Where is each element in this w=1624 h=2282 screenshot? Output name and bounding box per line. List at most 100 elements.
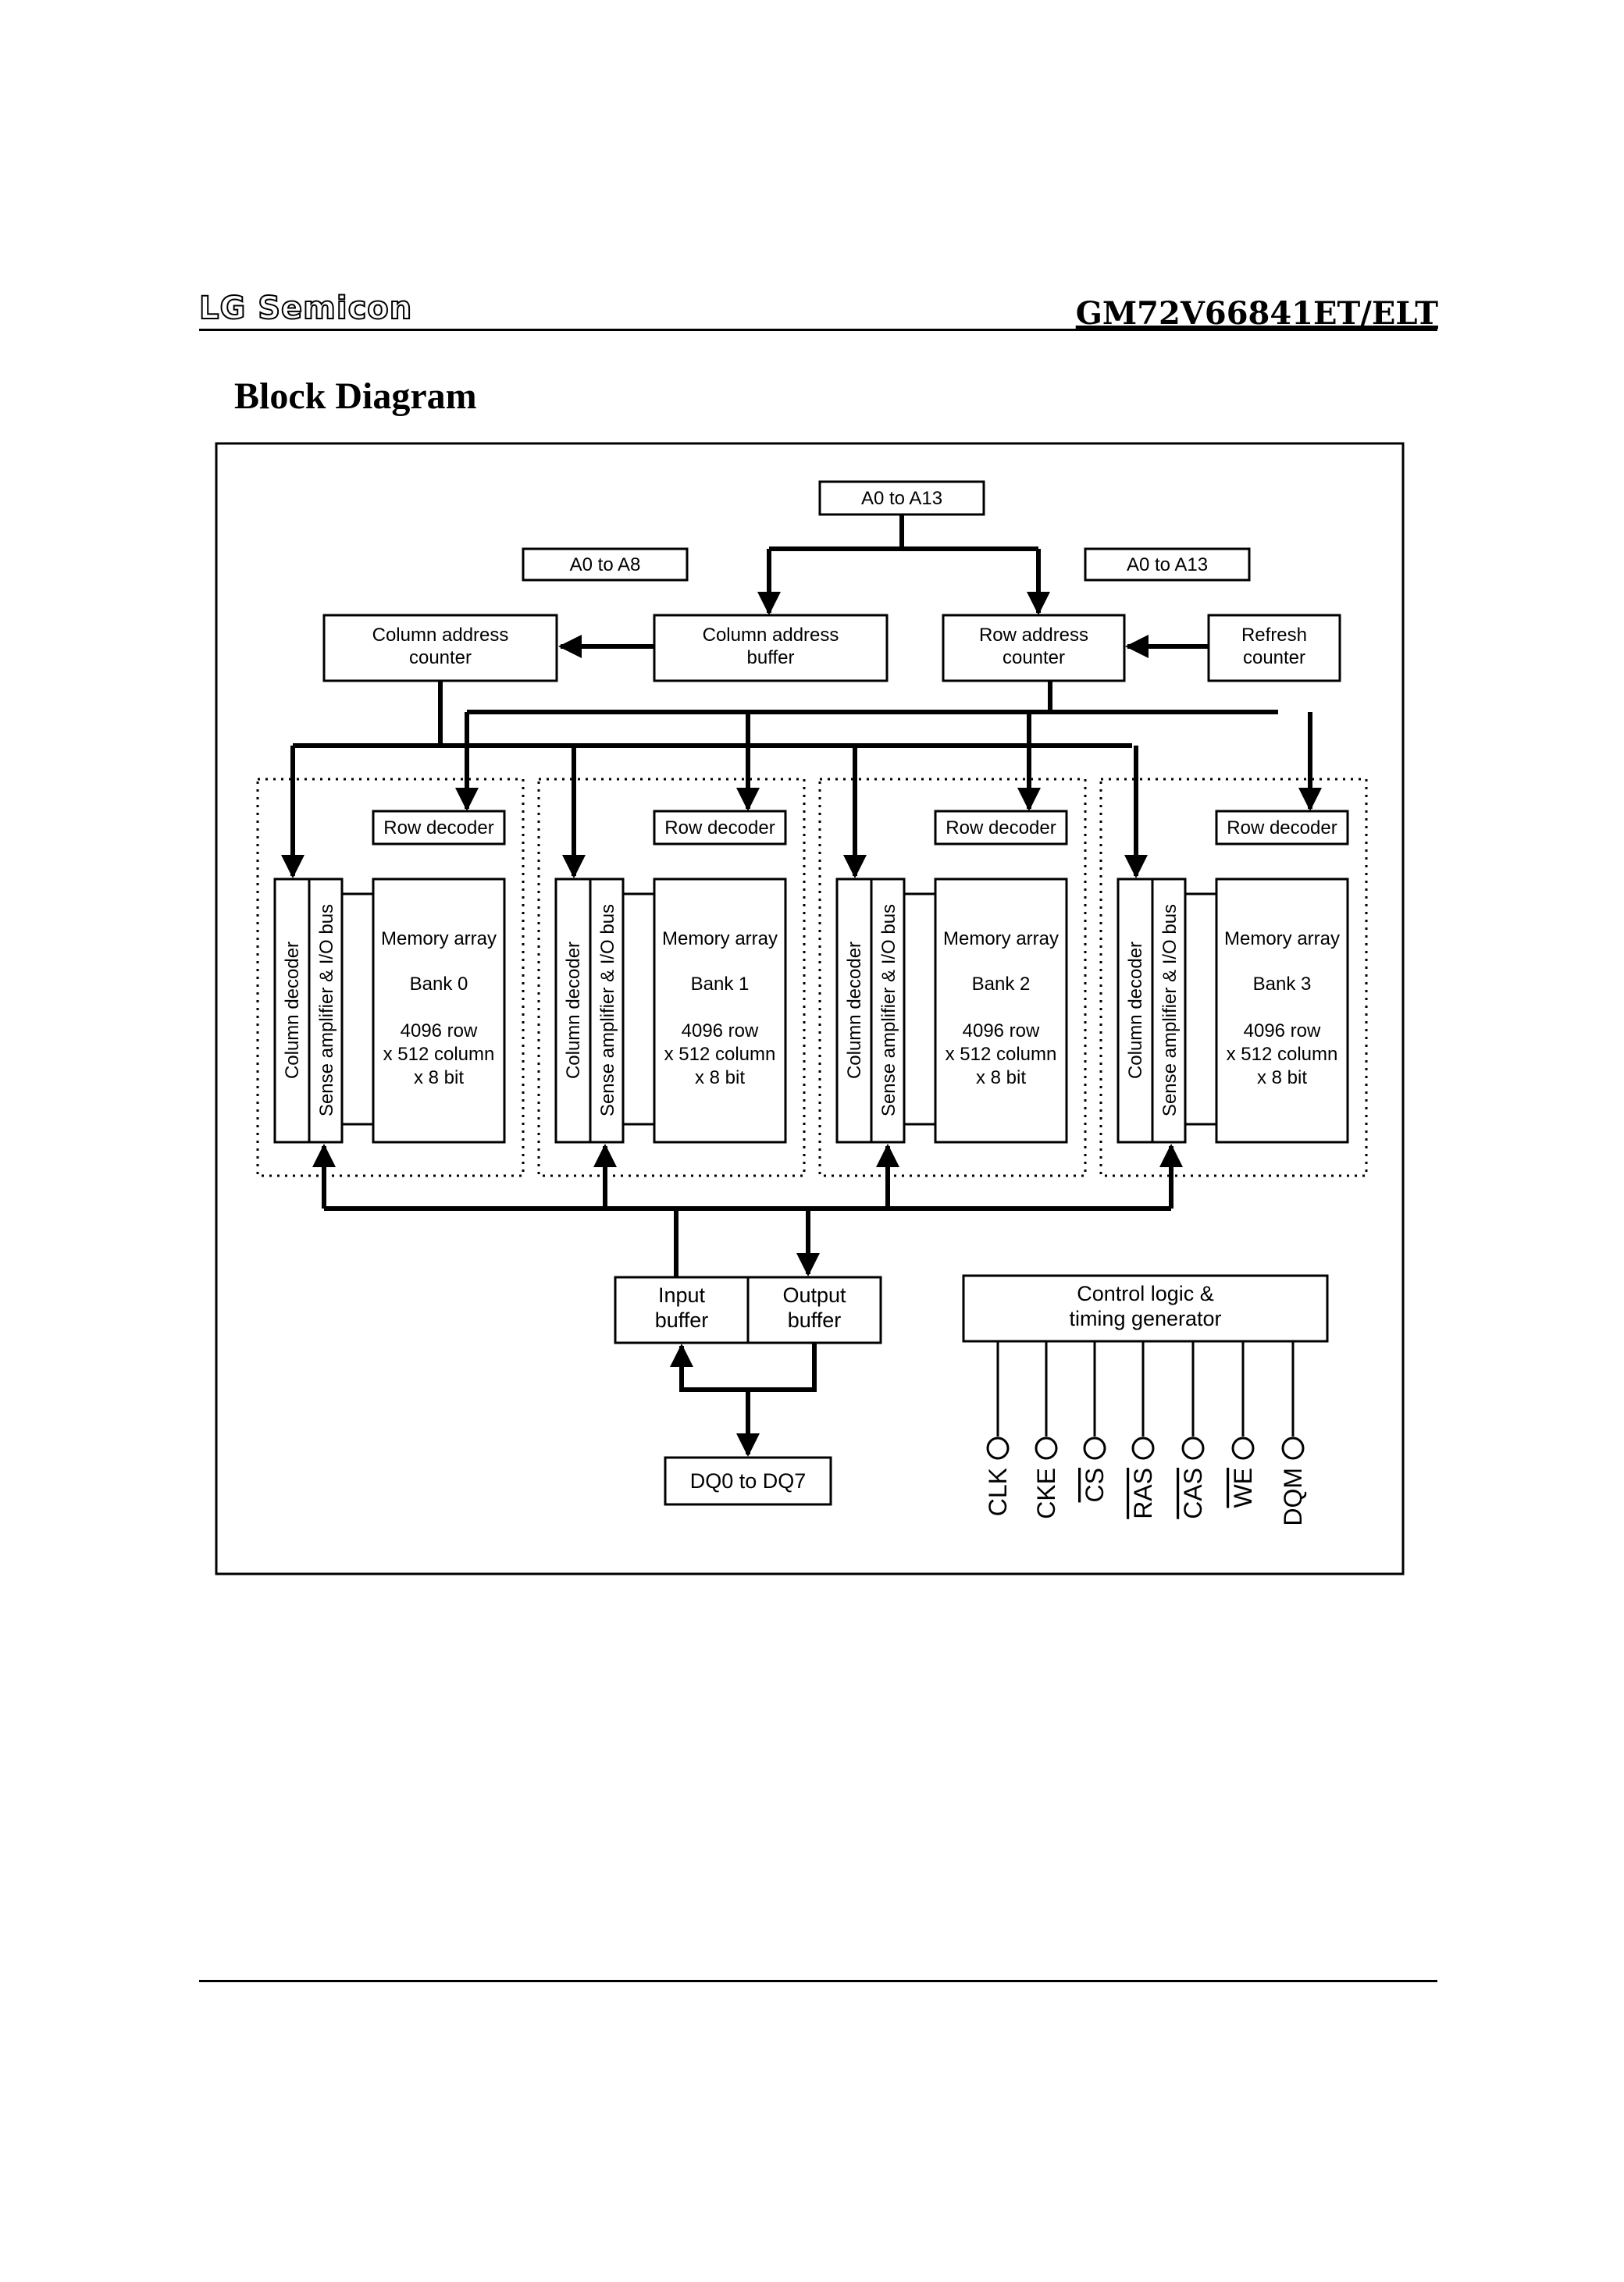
svg-text:Column address: Column address xyxy=(372,625,509,646)
memory-array-box xyxy=(372,878,506,1144)
row-decoder-label: Row decoder xyxy=(946,817,1056,838)
pin-terminal xyxy=(1131,1436,1155,1460)
pin-terminal xyxy=(1281,1436,1305,1460)
row-decoder-box xyxy=(653,810,787,846)
svg-text:Refresh: Refresh xyxy=(1241,625,1307,646)
part-number: GM72V66841ET/ELT xyxy=(1075,295,1438,332)
column-address-counter: Column address counter xyxy=(322,614,558,682)
row-decoder-box xyxy=(934,810,1068,846)
pin-we: WE xyxy=(1229,1341,1257,1508)
addr-row-label: A0 to A13 xyxy=(1127,554,1208,575)
svg-text:counter: counter xyxy=(409,647,472,668)
pin-label: DQM xyxy=(1279,1468,1307,1526)
diagram-frame xyxy=(215,442,1405,1575)
addr-col-label: A0 to A8 xyxy=(570,554,641,575)
memory-array-text: Bank 2 xyxy=(972,974,1031,995)
dq-pins-box: DQ0 to DQ7 xyxy=(664,1456,832,1506)
input-buffer: Input buffer xyxy=(614,1276,750,1344)
refresh-counter: Refresh counter xyxy=(1207,614,1341,682)
bank-outline xyxy=(818,778,1087,1177)
pin-terminal xyxy=(1035,1436,1058,1460)
memory-array-text: x 8 bit xyxy=(976,1067,1026,1088)
memory-array-text: x 8 bit xyxy=(1257,1067,1307,1088)
row-decoder-box xyxy=(372,810,506,846)
pin-dqm: DQM xyxy=(1279,1341,1307,1526)
sense-amp-box xyxy=(870,878,906,1144)
memory-array-text: x 512 column xyxy=(664,1044,776,1065)
sense-amp-box xyxy=(308,878,344,1144)
sense-amp-label: Sense amplifier & I/O bus xyxy=(878,904,899,1116)
pin-terminal xyxy=(986,1436,1010,1460)
column-decoder-label: Column decoder xyxy=(282,942,303,1079)
svg-text:DQ0 to DQ7: DQ0 to DQ7 xyxy=(690,1469,807,1493)
svg-text:counter: counter xyxy=(1243,647,1305,668)
memory-array-text: Memory array xyxy=(943,928,1059,949)
column-decoder-label: Column decoder xyxy=(563,942,584,1079)
bank-outline xyxy=(537,778,806,1177)
svg-text:counter: counter xyxy=(1003,647,1065,668)
memory-array-text: x 8 bit xyxy=(695,1067,745,1088)
footer-rule xyxy=(199,1980,1437,1982)
row-decoder-box xyxy=(1215,810,1349,846)
addr-col-box: A0 to A8 xyxy=(522,547,689,582)
pin-cs: CS xyxy=(1081,1341,1109,1502)
svg-text:buffer: buffer xyxy=(747,647,795,668)
memory-array-box xyxy=(934,878,1068,1144)
memory-array-box xyxy=(653,878,787,1144)
svg-text:buffer: buffer xyxy=(655,1308,709,1332)
pin-cas: CAS xyxy=(1179,1341,1207,1519)
column-decoder-box xyxy=(554,878,592,1144)
svg-text:Row address: Row address xyxy=(979,625,1088,646)
company-logo: LG Semicon xyxy=(198,290,413,327)
memory-array-text: 4096 row xyxy=(963,1020,1040,1041)
svg-text:timing generator: timing generator xyxy=(1069,1307,1221,1330)
memory-array-text: x 512 column xyxy=(383,1044,495,1065)
row-address-counter: Row address counter xyxy=(942,614,1126,682)
section-title: Block Diagram xyxy=(234,376,477,417)
pin-terminal xyxy=(1083,1436,1106,1460)
pin-ras: RAS xyxy=(1129,1341,1157,1519)
memory-array-box xyxy=(1215,878,1349,1144)
column-decoder-label: Column decoder xyxy=(844,942,865,1079)
sense-amp-label: Sense amplifier & I/O bus xyxy=(597,904,618,1116)
memory-array-text: Bank 3 xyxy=(1253,974,1312,995)
addr-top-label: A0 to A13 xyxy=(861,488,942,509)
pin-terminal xyxy=(1231,1436,1255,1460)
sense-amp-box xyxy=(589,878,625,1144)
pin-label: WE xyxy=(1229,1468,1257,1508)
memory-array-text: 4096 row xyxy=(401,1020,478,1041)
column-address-buffer: Column address buffer xyxy=(653,614,889,682)
column-decoder-box xyxy=(835,878,873,1144)
memory-array-text: Bank 1 xyxy=(691,974,750,995)
row-decoder-label: Row decoder xyxy=(664,817,775,838)
row-decoder-label: Row decoder xyxy=(383,817,493,838)
sense-amp-label: Sense amplifier & I/O bus xyxy=(316,904,337,1116)
row-decoder-label: Row decoder xyxy=(1227,817,1337,838)
pin-cke: CKE xyxy=(1032,1341,1060,1519)
memory-array-text: x 512 column xyxy=(946,1044,1057,1065)
control-logic: Control logic & timing generator xyxy=(962,1274,1329,1343)
svg-text:Control logic &: Control logic & xyxy=(1077,1282,1214,1305)
column-decoder-label: Column decoder xyxy=(1125,942,1146,1079)
pin-label: RAS xyxy=(1129,1468,1157,1519)
pin-clk: CLK xyxy=(984,1341,1012,1516)
memory-array-text: Memory array xyxy=(381,928,497,949)
addr-row-box: A0 to A13 xyxy=(1084,547,1251,582)
pin-label: CKE xyxy=(1032,1468,1060,1519)
bank-outline xyxy=(1099,778,1368,1177)
pin-label: CS xyxy=(1081,1468,1109,1502)
bank-outline xyxy=(256,778,525,1177)
svg-text:Input: Input xyxy=(658,1283,706,1307)
memory-array-text: Bank 0 xyxy=(410,974,468,995)
memory-array-text: Memory array xyxy=(1224,928,1340,949)
column-decoder-box xyxy=(1116,878,1154,1144)
memory-array-text: Memory array xyxy=(662,928,778,949)
pin-label: CAS xyxy=(1179,1468,1207,1519)
memory-array-text: 4096 row xyxy=(1244,1020,1321,1041)
svg-text:Output: Output xyxy=(782,1283,846,1307)
